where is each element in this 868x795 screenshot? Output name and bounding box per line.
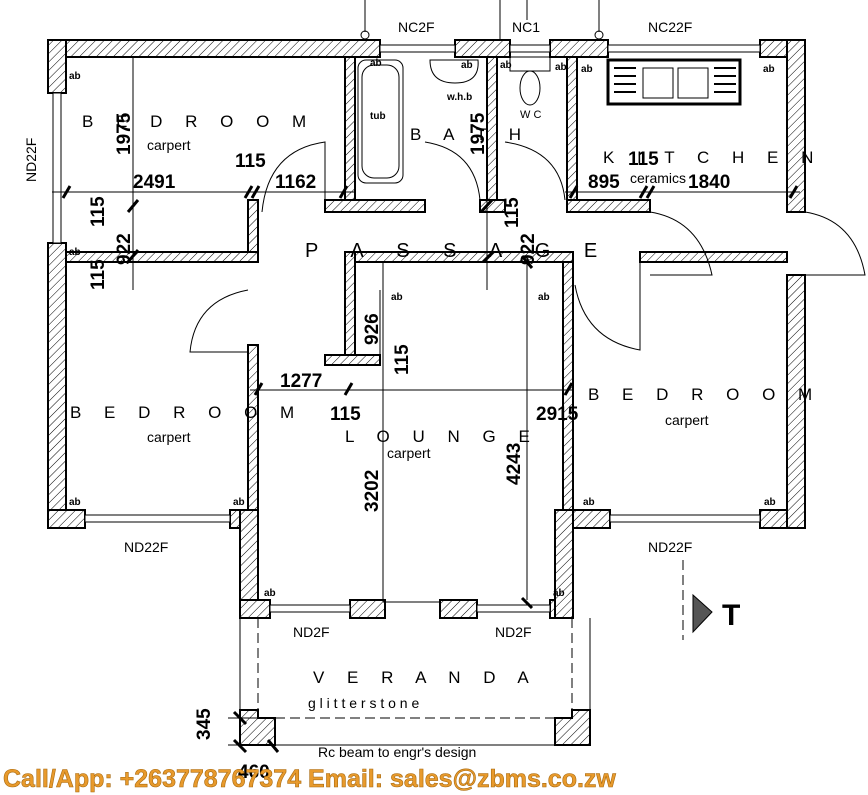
ab-label: ab bbox=[370, 58, 382, 69]
ab-label: ab bbox=[581, 64, 593, 75]
dimension-label: 4243 bbox=[504, 443, 525, 485]
wash-basin bbox=[429, 59, 479, 84]
window-label: ND22F bbox=[648, 539, 692, 555]
room-finish: ceramics bbox=[630, 170, 686, 186]
ab-label: ab bbox=[764, 497, 776, 508]
windows bbox=[52, 44, 761, 613]
tub-label: tub bbox=[370, 111, 386, 122]
ab-label: ab bbox=[264, 588, 276, 599]
dimension-label: 3202 bbox=[362, 470, 383, 512]
dimension-label: 922 bbox=[114, 233, 135, 265]
room-name-passage: P A S S A G E bbox=[305, 240, 611, 262]
doors bbox=[189, 141, 866, 603]
dimension-label: 115 bbox=[628, 149, 659, 170]
room-finish: carpert bbox=[387, 445, 431, 461]
room-name-bedroom-right: B E D R O O M bbox=[588, 385, 821, 404]
room-name-bath: B A T H bbox=[410, 125, 530, 144]
toilet-cistern bbox=[509, 56, 551, 72]
dimension-label: 115 bbox=[88, 259, 109, 290]
dimension-label: 345 bbox=[194, 708, 215, 740]
room-name-bedroom-left: B E D R O O M bbox=[70, 403, 303, 422]
exterior-walls bbox=[47, 39, 806, 619]
dimension-label: 1162 bbox=[275, 172, 316, 193]
ab-labels: ab ab ab ab ab ab ab ab ab ab ab ab ab a… bbox=[69, 58, 776, 599]
room-name-lounge: L O U N G E bbox=[345, 427, 539, 446]
window-label: ND2F bbox=[495, 624, 532, 640]
toilet-bowl bbox=[519, 70, 541, 106]
contact-footer: Call/App: +263778767374 Email: sales@zbm… bbox=[3, 765, 616, 793]
room-labels: B E D R O O M carpert B A T H tub w.h.b … bbox=[70, 92, 822, 760]
ab-label: ab bbox=[553, 588, 565, 599]
dimension-label: 2491 bbox=[133, 172, 176, 193]
ab-label: ab bbox=[555, 62, 567, 73]
window-label: NC22F bbox=[648, 19, 692, 35]
room-finish: carpert bbox=[665, 412, 709, 428]
dimension-label: 115 bbox=[235, 151, 266, 172]
dimension-label: 115 bbox=[330, 404, 361, 425]
room-name-veranda: V E R A N D A bbox=[313, 668, 538, 687]
kitchen-sink bbox=[606, 58, 742, 106]
dimension-label: 1840 bbox=[688, 172, 730, 193]
window-label: NC1 bbox=[512, 19, 540, 35]
room-finish: carpert bbox=[147, 137, 191, 153]
window-label: ND22F bbox=[23, 138, 39, 182]
ab-label: ab bbox=[69, 497, 81, 508]
north-label: T bbox=[722, 599, 740, 632]
window-labels: NC2F NC1 NC22F ND22F ND22F ND22F ND2F ND… bbox=[23, 19, 692, 640]
dimension-label: 895 bbox=[588, 172, 620, 193]
window-label: NC2F bbox=[398, 19, 435, 35]
interior-walls bbox=[65, 56, 788, 511]
dimension-labels: 1975 2491 115 1162 115 922 115 1975 115 … bbox=[88, 112, 730, 783]
dimension-label: 115 bbox=[502, 197, 523, 228]
bathtub bbox=[357, 59, 404, 184]
room-name-wc: W C bbox=[520, 109, 541, 121]
veranda-outline bbox=[239, 618, 591, 746]
dimension-label: 1975 bbox=[468, 112, 489, 155]
dimension-label: 115 bbox=[88, 196, 109, 227]
dimension-label: 115 bbox=[392, 344, 413, 375]
dimension-lines bbox=[52, 57, 800, 754]
ab-label: ab bbox=[538, 292, 550, 303]
fixtures bbox=[357, 56, 742, 184]
ab-label: ab bbox=[461, 60, 473, 71]
dimension-label: 2915 bbox=[536, 404, 579, 425]
dimension-label: 1975 bbox=[114, 112, 135, 155]
ab-label: ab bbox=[69, 247, 81, 258]
dimension-label: 1277 bbox=[280, 371, 322, 392]
dimension-label: 926 bbox=[362, 313, 383, 345]
dimension-label: 460 bbox=[238, 762, 270, 783]
ab-label: ab bbox=[583, 497, 595, 508]
ab-label: ab bbox=[763, 64, 775, 75]
ab-label: ab bbox=[69, 71, 81, 82]
room-name-bedroom-top: B E D R O O M bbox=[82, 112, 315, 131]
north-arrow-icon bbox=[692, 593, 713, 634]
beam-note: Rc beam to engr's design bbox=[318, 744, 476, 760]
ab-label: ab bbox=[391, 292, 403, 303]
basin-label: w.h.b bbox=[446, 92, 472, 103]
ab-label: ab bbox=[500, 60, 512, 71]
ab-label: ab bbox=[233, 497, 245, 508]
window-label: ND22F bbox=[124, 539, 168, 555]
dimension-label: 922 bbox=[518, 233, 539, 265]
room-name-kitchen: K I T C H E N bbox=[603, 148, 822, 167]
window-label: ND2F bbox=[293, 624, 330, 640]
room-finish: g l i t t e r s t o n e bbox=[308, 695, 419, 711]
room-finish: carpert bbox=[147, 429, 191, 445]
